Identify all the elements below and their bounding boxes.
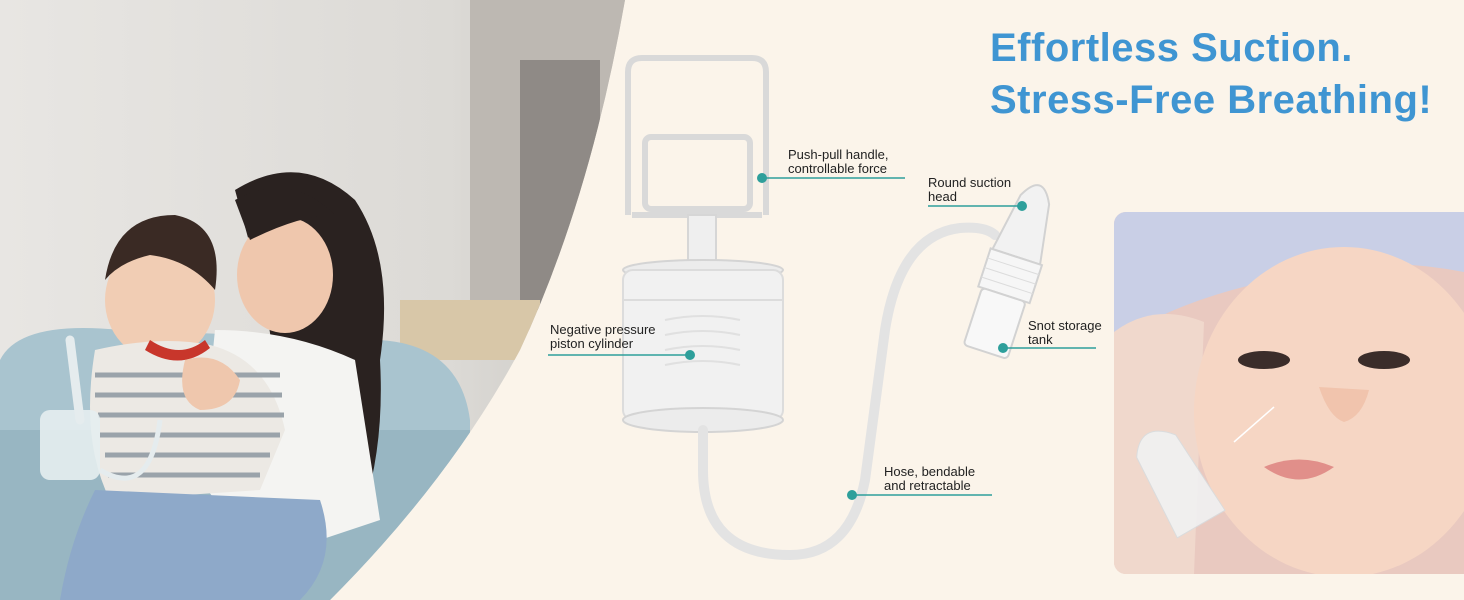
- headline-line-2: Stress-Free Breathing!: [990, 78, 1433, 122]
- hose-graphic: [698, 222, 1000, 561]
- callout-cylinder-line2: piston cylinder: [550, 336, 634, 351]
- callout-hose-line1: Hose, bendable: [884, 464, 976, 479]
- callout-suction-head-line1: Round suction: [928, 175, 1012, 190]
- headline-line-1: Effortless Suction.: [990, 26, 1353, 70]
- baby-closeup-illustration: [1114, 212, 1464, 574]
- callout-cylinder: Negative pressure piston cylinder: [550, 323, 656, 351]
- push-pull-handle-graphic: [625, 55, 769, 218]
- callout-cylinder-line1: Negative pressure: [550, 322, 656, 337]
- suction-head-graphic: [963, 184, 1051, 359]
- callout-suction-head: Round suction head: [928, 176, 1011, 204]
- callout-handle-line2: controllable force: [788, 161, 887, 176]
- callout-tank-line2: tank: [1028, 332, 1053, 347]
- headline: Effortless Suction. Stress-Free Breathin…: [990, 22, 1460, 126]
- callout-dot-handle: [757, 173, 767, 183]
- callout-dot-suction-head: [1017, 201, 1027, 211]
- callout-suction-head-line2: head: [928, 189, 957, 204]
- callout-dot-cylinder: [685, 350, 695, 360]
- callout-dot-hose: [847, 490, 857, 500]
- callout-hose-line2: and retractable: [884, 478, 971, 493]
- callout-hose: Hose, bendable and retractable: [884, 465, 975, 493]
- mother-child-illustration: [0, 0, 625, 600]
- callout-handle: Push-pull handle, controllable force: [788, 148, 888, 176]
- callout-dot-tank: [998, 343, 1008, 353]
- piston-cylinder-graphic: [622, 259, 784, 433]
- callout-tank: Snot storage tank: [1028, 319, 1102, 347]
- mother-child-photo: [0, 0, 640, 600]
- baby-closeup-photo: [1114, 212, 1464, 574]
- callout-tank-line1: Snot storage: [1028, 318, 1102, 333]
- callout-handle-line1: Push-pull handle,: [788, 147, 889, 162]
